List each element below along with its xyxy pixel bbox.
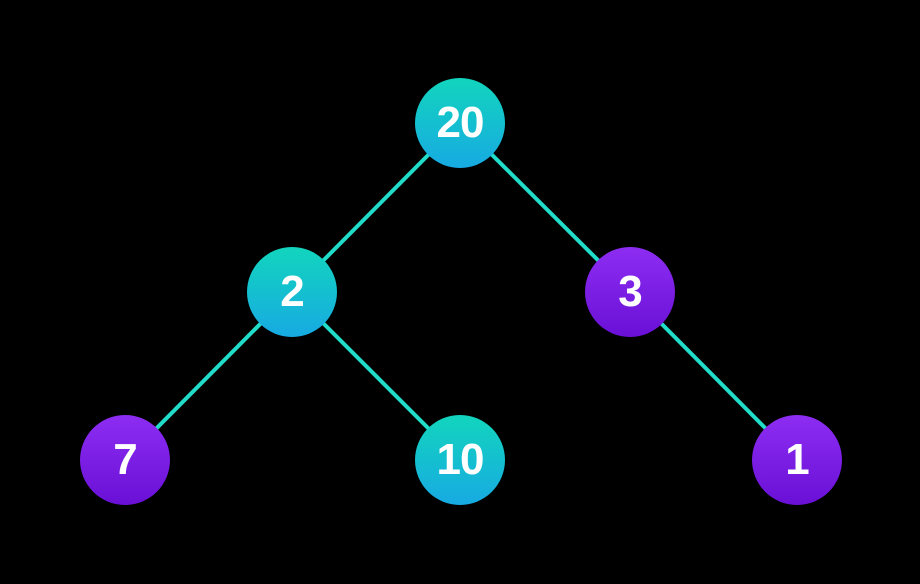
node-value: 3 [618,267,643,316]
node-value: 1 [785,435,810,484]
node-value: 2 [280,267,305,316]
tree-node-left-right: 10 [415,415,505,505]
node-value: 7 [113,435,138,484]
tree-node-left: 2 [247,247,337,337]
tree-node-right: 3 [585,247,675,337]
tree-node-left-left: 7 [80,415,170,505]
node-value: 10 [436,435,485,484]
tree-node-right-right: 1 [752,415,842,505]
tree-node-root: 20 [415,78,505,168]
node-value: 20 [436,98,485,147]
